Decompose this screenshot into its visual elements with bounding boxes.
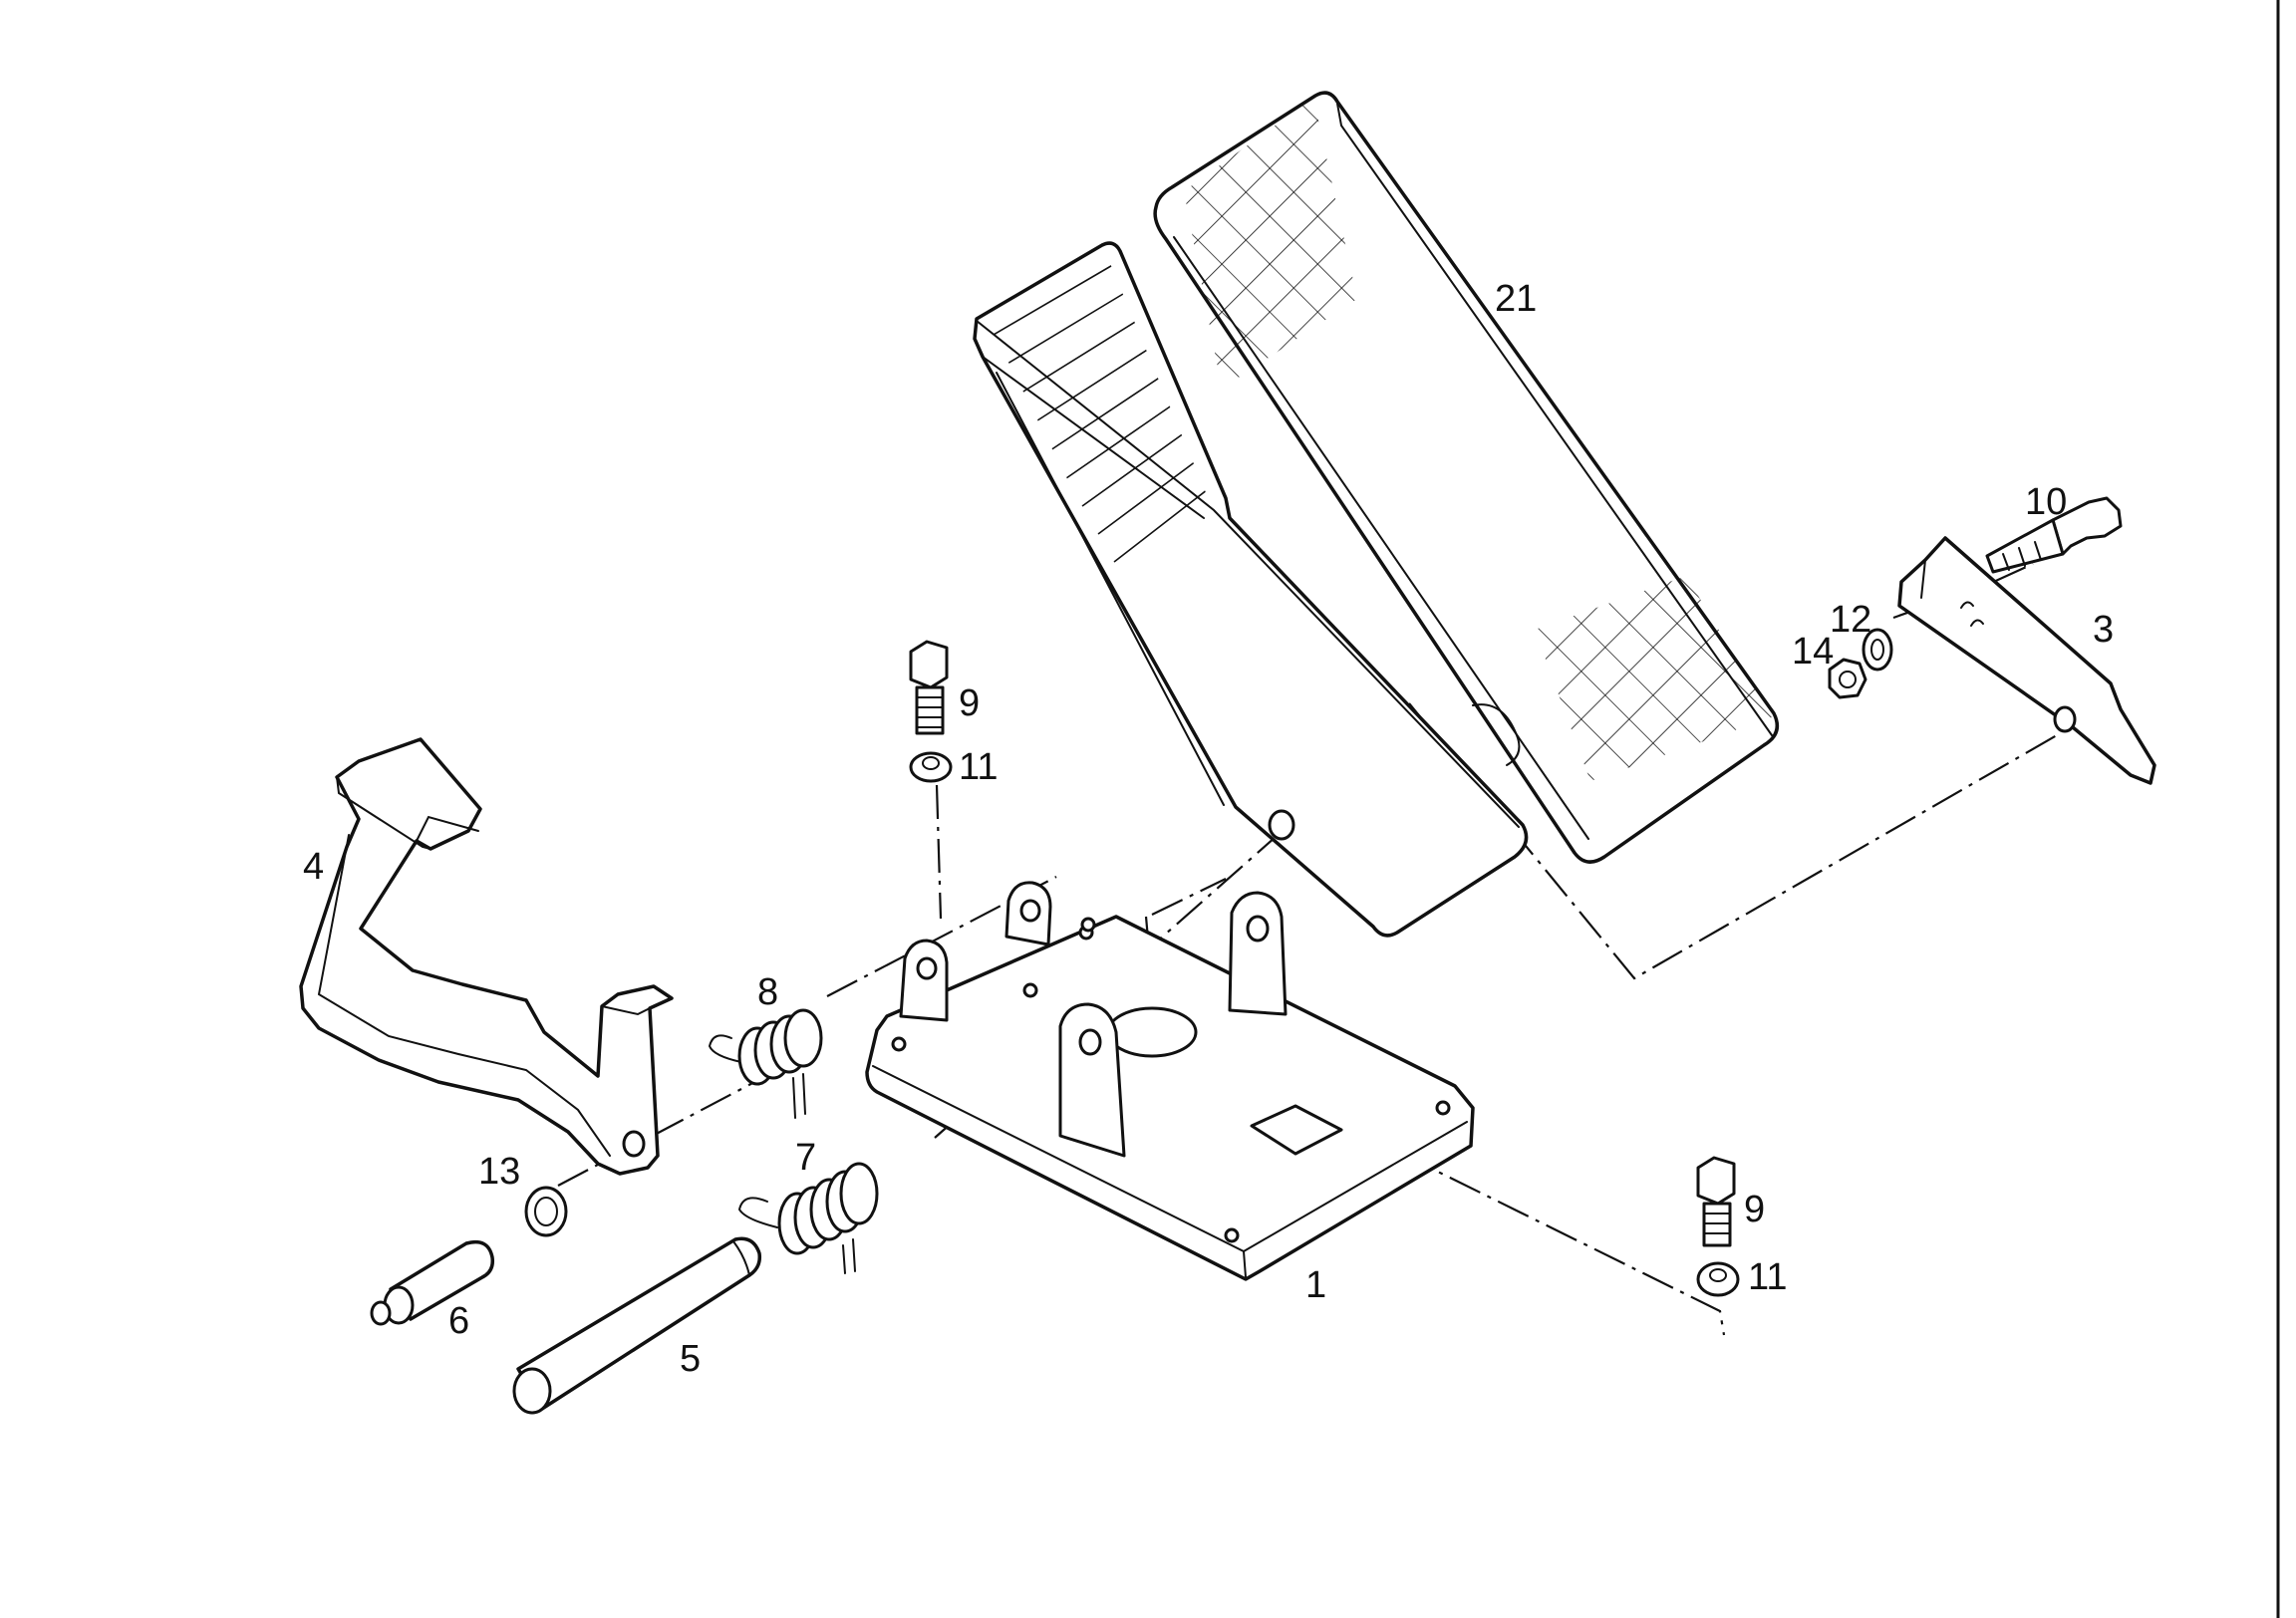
- callout-7: 7: [795, 1137, 816, 1179]
- pedal-pad-front: [973, 241, 1529, 938]
- bracket-3: [1897, 536, 2156, 785]
- nut-11-lower: [1696, 1261, 1740, 1297]
- callout-4: 4: [303, 846, 324, 888]
- torsion-spring-7: [737, 1162, 879, 1274]
- callout-11-lower: 11: [1748, 1256, 1787, 1298]
- torsion-spring-8: [708, 1008, 823, 1119]
- nut-11-upper: [909, 751, 953, 783]
- washer-12: [1862, 628, 1893, 672]
- callout-12: 12: [1830, 599, 1871, 641]
- leader-pedal-hinge: [1151, 878, 1227, 916]
- callout-9-upper: 9: [959, 682, 980, 724]
- callout-8: 8: [757, 971, 778, 1013]
- callout-14: 14: [1792, 631, 1834, 673]
- callout-10: 10: [2025, 481, 2067, 523]
- callout-21: 21: [1495, 278, 1537, 320]
- callout-11-upper: 11: [959, 746, 998, 788]
- short-pin-6: [370, 1239, 495, 1326]
- pedal-lever-4: [299, 737, 674, 1176]
- callout-3: 3: [2093, 609, 2114, 651]
- leader-bolt9-top: [935, 784, 943, 920]
- callout-6: 6: [448, 1300, 469, 1342]
- callout-labels: 1 3 4 5 6 7 8 9 9 10 11 11 12 13 14 21: [303, 278, 2114, 1380]
- leader-lever-axis: [557, 1069, 778, 1187]
- base-plate-1: [865, 881, 1475, 1281]
- callout-5: 5: [680, 1338, 701, 1380]
- nut-14: [1828, 658, 1867, 699]
- callout-1: 1: [1305, 1264, 1326, 1306]
- circlip-13: [524, 1186, 568, 1237]
- callout-13: 13: [478, 1151, 520, 1193]
- long-pin-5: [512, 1236, 762, 1415]
- leader-bolt9-right: [1352, 1129, 1726, 1336]
- bolt-9-upper: [909, 640, 949, 735]
- bolt-10: [1985, 496, 2123, 574]
- callout-9-lower: 9: [1744, 1189, 1765, 1230]
- bolt-9-lower: [1696, 1156, 1736, 1247]
